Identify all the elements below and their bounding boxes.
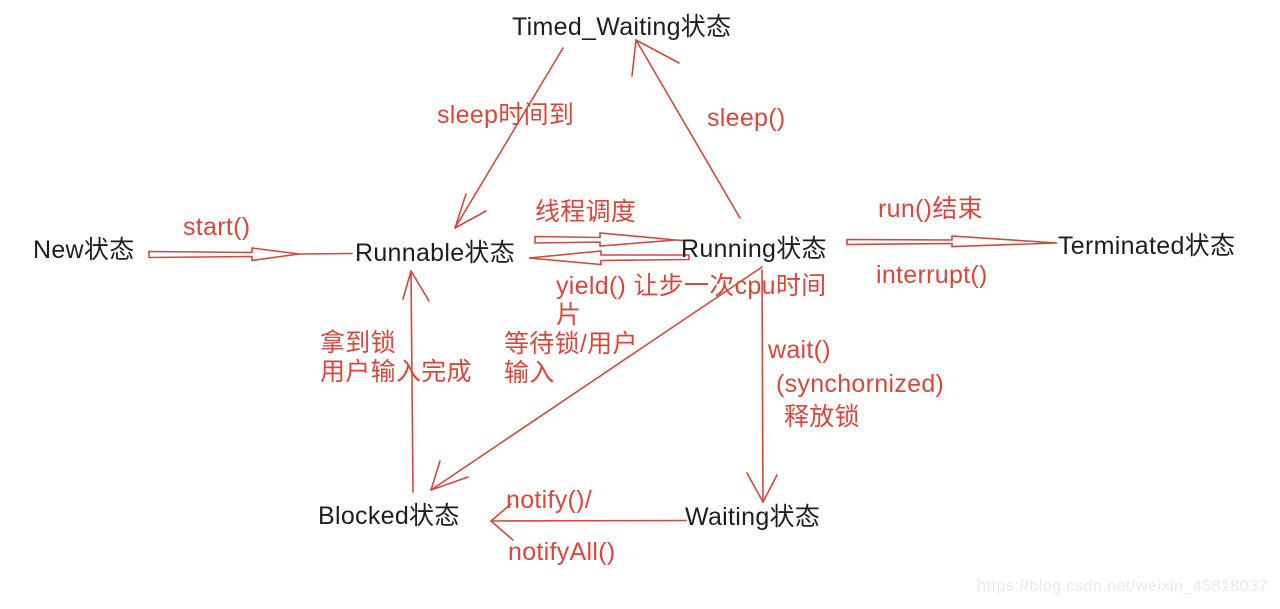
edge-label-wait-line2: (synchornized) <box>776 369 945 398</box>
edge-label-got-lock-line2: 用户输入完成 <box>320 358 472 386</box>
edge-label-notify-all: notifyAll() <box>508 538 616 566</box>
arrow-thread-schedule <box>534 232 685 247</box>
edge-label-got-lock-line1: 拿到锁 <box>320 329 396 357</box>
node-waiting: Waiting状态 <box>685 503 821 531</box>
edge-label-wait-for-lock: 等待锁/用户 输入 <box>504 330 638 388</box>
arrow-wait <box>746 269 778 503</box>
node-terminated: Terminated状态 <box>1058 232 1236 260</box>
arrow-run-end <box>846 235 1058 248</box>
arrow-got-lock <box>402 270 430 493</box>
node-running: Running状态 <box>681 235 827 263</box>
arrow-yield <box>528 250 690 266</box>
edge-label-wait: wait() (synchornized) 释放锁 <box>768 334 944 435</box>
node-runnable: Runnable状态 <box>355 239 516 267</box>
arrow-sleep-done <box>454 47 564 229</box>
edge-label-interrupt: interrupt() <box>876 261 988 289</box>
edge-label-yield-line1: yield() 让步一次cpu时间 <box>556 272 827 300</box>
edge-label-wait-for-lock-line2: 输入 <box>504 359 555 387</box>
arrow-notify <box>490 503 687 541</box>
edge-label-schedule: 线程调度 <box>535 198 637 226</box>
edge-label-run-end: run()结束 <box>878 195 983 223</box>
edge-label-notify: notify()/ <box>506 486 593 514</box>
edge-label-wait-line1: wait() <box>768 336 831 364</box>
edge-label-sleep-done: sleep时间到 <box>437 101 575 129</box>
edge-label-wait-line3: 释放锁 <box>784 403 860 431</box>
arrow-wait-for-lock <box>430 266 763 491</box>
edge-label-start: start() <box>183 213 251 241</box>
edge-label-got-lock: 拿到锁 用户输入完成 <box>320 329 472 387</box>
node-new: New状态 <box>33 236 135 264</box>
node-timed-waiting: Timed_Waiting状态 <box>512 13 732 41</box>
watermark-url: https://blog.csdn.net/weixin_45818037 <box>977 578 1268 595</box>
node-blocked: Blocked状态 <box>318 502 460 530</box>
edge-label-wait-for-lock-line1: 等待锁/用户 <box>504 330 638 358</box>
edge-label-sleep: sleep() <box>707 104 786 132</box>
edge-label-yield: yield() 让步一次cpu时间 片 <box>556 272 826 330</box>
arrow-start <box>148 247 353 262</box>
edge-label-yield-line2: 片 <box>556 301 582 329</box>
arrow-sleep <box>631 39 741 219</box>
